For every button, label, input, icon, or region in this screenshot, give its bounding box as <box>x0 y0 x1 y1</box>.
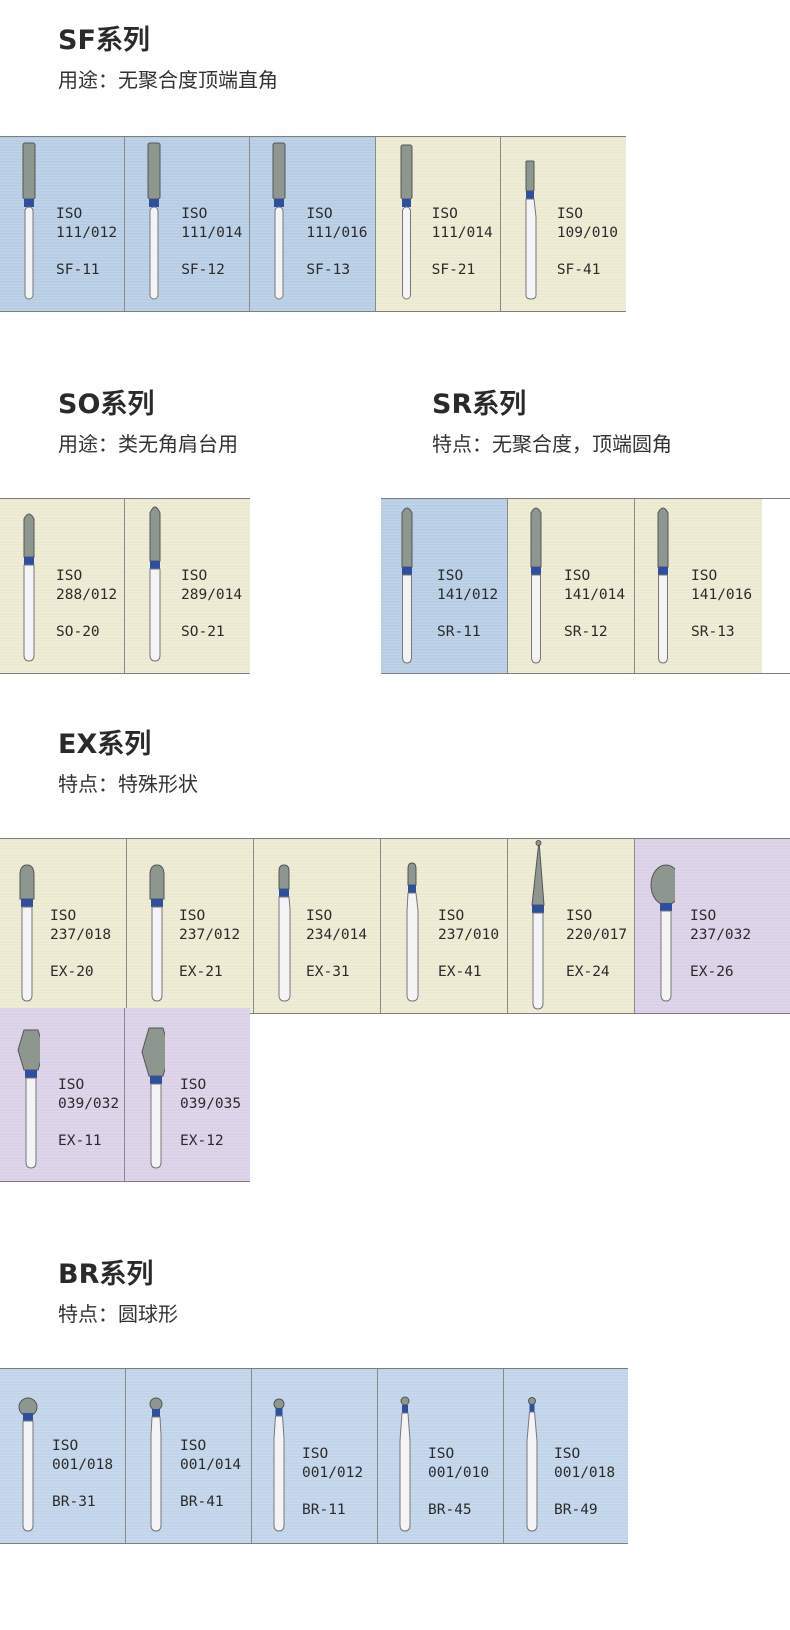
br-series-subtitle: 特点：圆球形 <box>58 1302 178 1326</box>
bur-cylinder-flat-icon <box>147 142 161 300</box>
sr-series-subtitle: 特点：无聚合度，顶端圆角 <box>432 432 672 456</box>
bur-rounded-tip-icon <box>401 507 413 664</box>
bur-short-pear-icon <box>278 864 291 1002</box>
so-series-title: SO系列 <box>58 389 155 420</box>
bur-round-ball-icon <box>526 1397 538 1532</box>
bur-round-end-icon <box>149 506 161 662</box>
bur-hexagon-icon <box>17 1029 40 1169</box>
so-series-subtitle: 用途：类无角肩台用 <box>58 432 238 456</box>
bur-tapered-flame-icon <box>531 840 545 1010</box>
sr-series-title: SR系列 <box>432 389 527 420</box>
br-series-title: BR系列 <box>58 1259 154 1290</box>
sf-series-title: SF系列 <box>58 25 150 56</box>
sf-series-subtitle: 用途：无聚合度顶端直角 <box>58 68 278 92</box>
bur-cylinder-flat-icon <box>400 144 413 300</box>
bur-rounded-tip-icon <box>657 507 669 664</box>
bur-hexagon-icon <box>141 1027 165 1169</box>
ex-series-subtitle: 特点：特殊形状 <box>58 772 198 796</box>
bur-round-ball-icon <box>273 1398 285 1532</box>
bur-pear-icon <box>19 864 35 1002</box>
bur-cylinder-flat-icon <box>525 160 537 300</box>
bur-round-ball-icon <box>149 1397 163 1532</box>
bur-egg-shape-icon <box>650 864 675 1002</box>
bur-round-end-icon <box>23 513 35 662</box>
bur-small-pear-icon <box>406 862 419 1002</box>
bur-round-ball-icon <box>18 1397 38 1532</box>
bur-cylinder-flat-icon <box>22 142 36 300</box>
bur-cylinder-flat-icon <box>272 142 286 300</box>
bur-rounded-tip-icon <box>530 507 542 664</box>
bur-round-ball-icon <box>399 1396 411 1532</box>
ex-series-title: EX系列 <box>58 729 152 760</box>
bur-pear-icon <box>149 864 165 1002</box>
